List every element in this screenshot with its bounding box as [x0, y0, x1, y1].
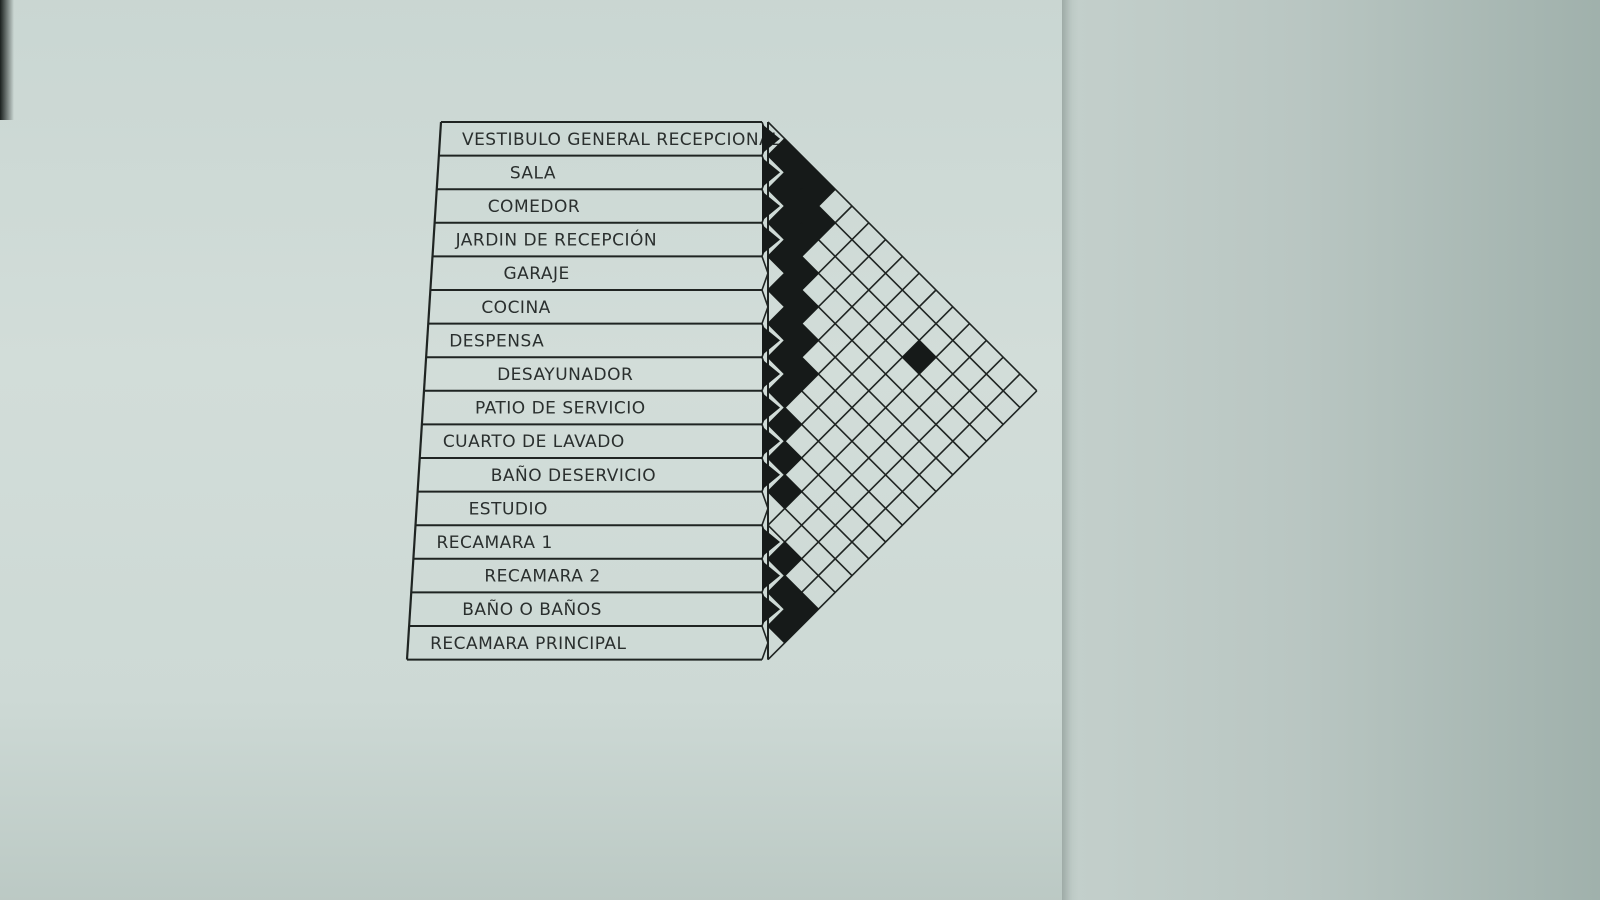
row-wedge-mark [762, 560, 780, 591]
room-label: DESPENSA [449, 331, 544, 351]
filled-cell [767, 474, 803, 509]
room-label: JARDIN DE RECEPCIÓN [455, 229, 658, 251]
room-label: RECAMARA PRINCIPAL [430, 634, 626, 654]
row-wedge-mark [762, 224, 780, 255]
filled-cell [901, 339, 937, 375]
room-label: ESTUDIO [469, 499, 548, 519]
room-label: RECAMARA 1 [436, 533, 552, 553]
room-label: BAÑO O BAÑOS [462, 598, 602, 620]
row-wedge-mark [762, 594, 780, 624]
row-wedge-mark [762, 392, 780, 423]
room-label: SALA [510, 163, 556, 183]
row-wedge-mark [762, 527, 780, 557]
grid-line [767, 339, 987, 560]
row-wedge-mark [762, 359, 780, 389]
dark-corner [0, 0, 14, 120]
row-wedge-mark [762, 426, 780, 456]
room-label: DESAYUNADOR [497, 365, 633, 385]
filled-cell [801, 171, 836, 207]
matrix-filled-cells [762, 124, 937, 644]
room-label: BAÑO DESERVICIO [491, 464, 656, 486]
paper-sheet [0, 0, 1062, 900]
room-label: CUARTO DE LAVADO [443, 432, 625, 452]
row-wedge-mark [762, 325, 780, 356]
row-wedge-mark [762, 157, 780, 188]
filled-cell [784, 591, 819, 627]
room-label: COCINA [481, 298, 550, 318]
grid-line [767, 373, 1021, 627]
room-label: PATIO DE SERVICIO [475, 399, 646, 419]
room-label: VESTIBULO GENERAL RECEPCIONAL [462, 130, 781, 150]
grid-line [767, 356, 1004, 593]
room-label-column: VESTIBULO GENERAL RECEPCIONAL SALA COMEDOR… [405, 121, 781, 661]
row-wedge-mark [762, 191, 780, 221]
room-label: GARAJE [503, 264, 569, 284]
row-wedge-mark [762, 124, 780, 154]
row-wedge-mark [762, 460, 780, 490]
background-table [1050, 0, 1600, 900]
room-label: COMEDOR [488, 197, 580, 217]
room-label: RECAMARA 2 [484, 567, 600, 587]
